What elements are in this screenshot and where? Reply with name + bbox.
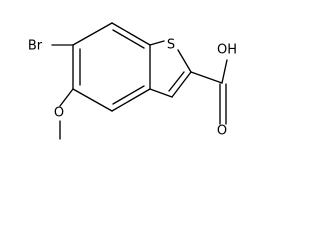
- bond-c5-c6: [72, 22, 113, 46]
- bond-c6-c7-inner: [112, 29, 145, 49]
- carbonyl-oxygen-label: O: [217, 124, 227, 139]
- bond-c3-c3a: [149, 88, 173, 98]
- sulfur-label: S: [167, 38, 175, 53]
- bromine-label: Br: [28, 39, 43, 54]
- bond-c2-c3: [171, 71, 192, 98]
- molecule-structure: Br S O OH O: [0, 0, 265, 155]
- bond-c7-s: [149, 40, 165, 46]
- bond-s-c2: [177, 49, 192, 73]
- bond-c7a-c3a: [111, 88, 151, 112]
- bond-c3a-c4: [72, 88, 113, 112]
- bond-c6-c7: [111, 22, 151, 46]
- bond-c4-o-methoxy: [59, 88, 74, 107]
- canvas-background: [0, 0, 265, 155]
- bond-c7a-c3a-inner: [112, 85, 145, 105]
- bond-c2-carboxyl: [190, 71, 223, 84]
- hydroxyl-label: OH: [217, 43, 237, 58]
- bond-c2-c3-inner: [168, 71, 185, 92]
- methoxy-oxygen-label: O: [54, 106, 64, 121]
- bond-carboxyl-oh: [221, 59, 228, 84]
